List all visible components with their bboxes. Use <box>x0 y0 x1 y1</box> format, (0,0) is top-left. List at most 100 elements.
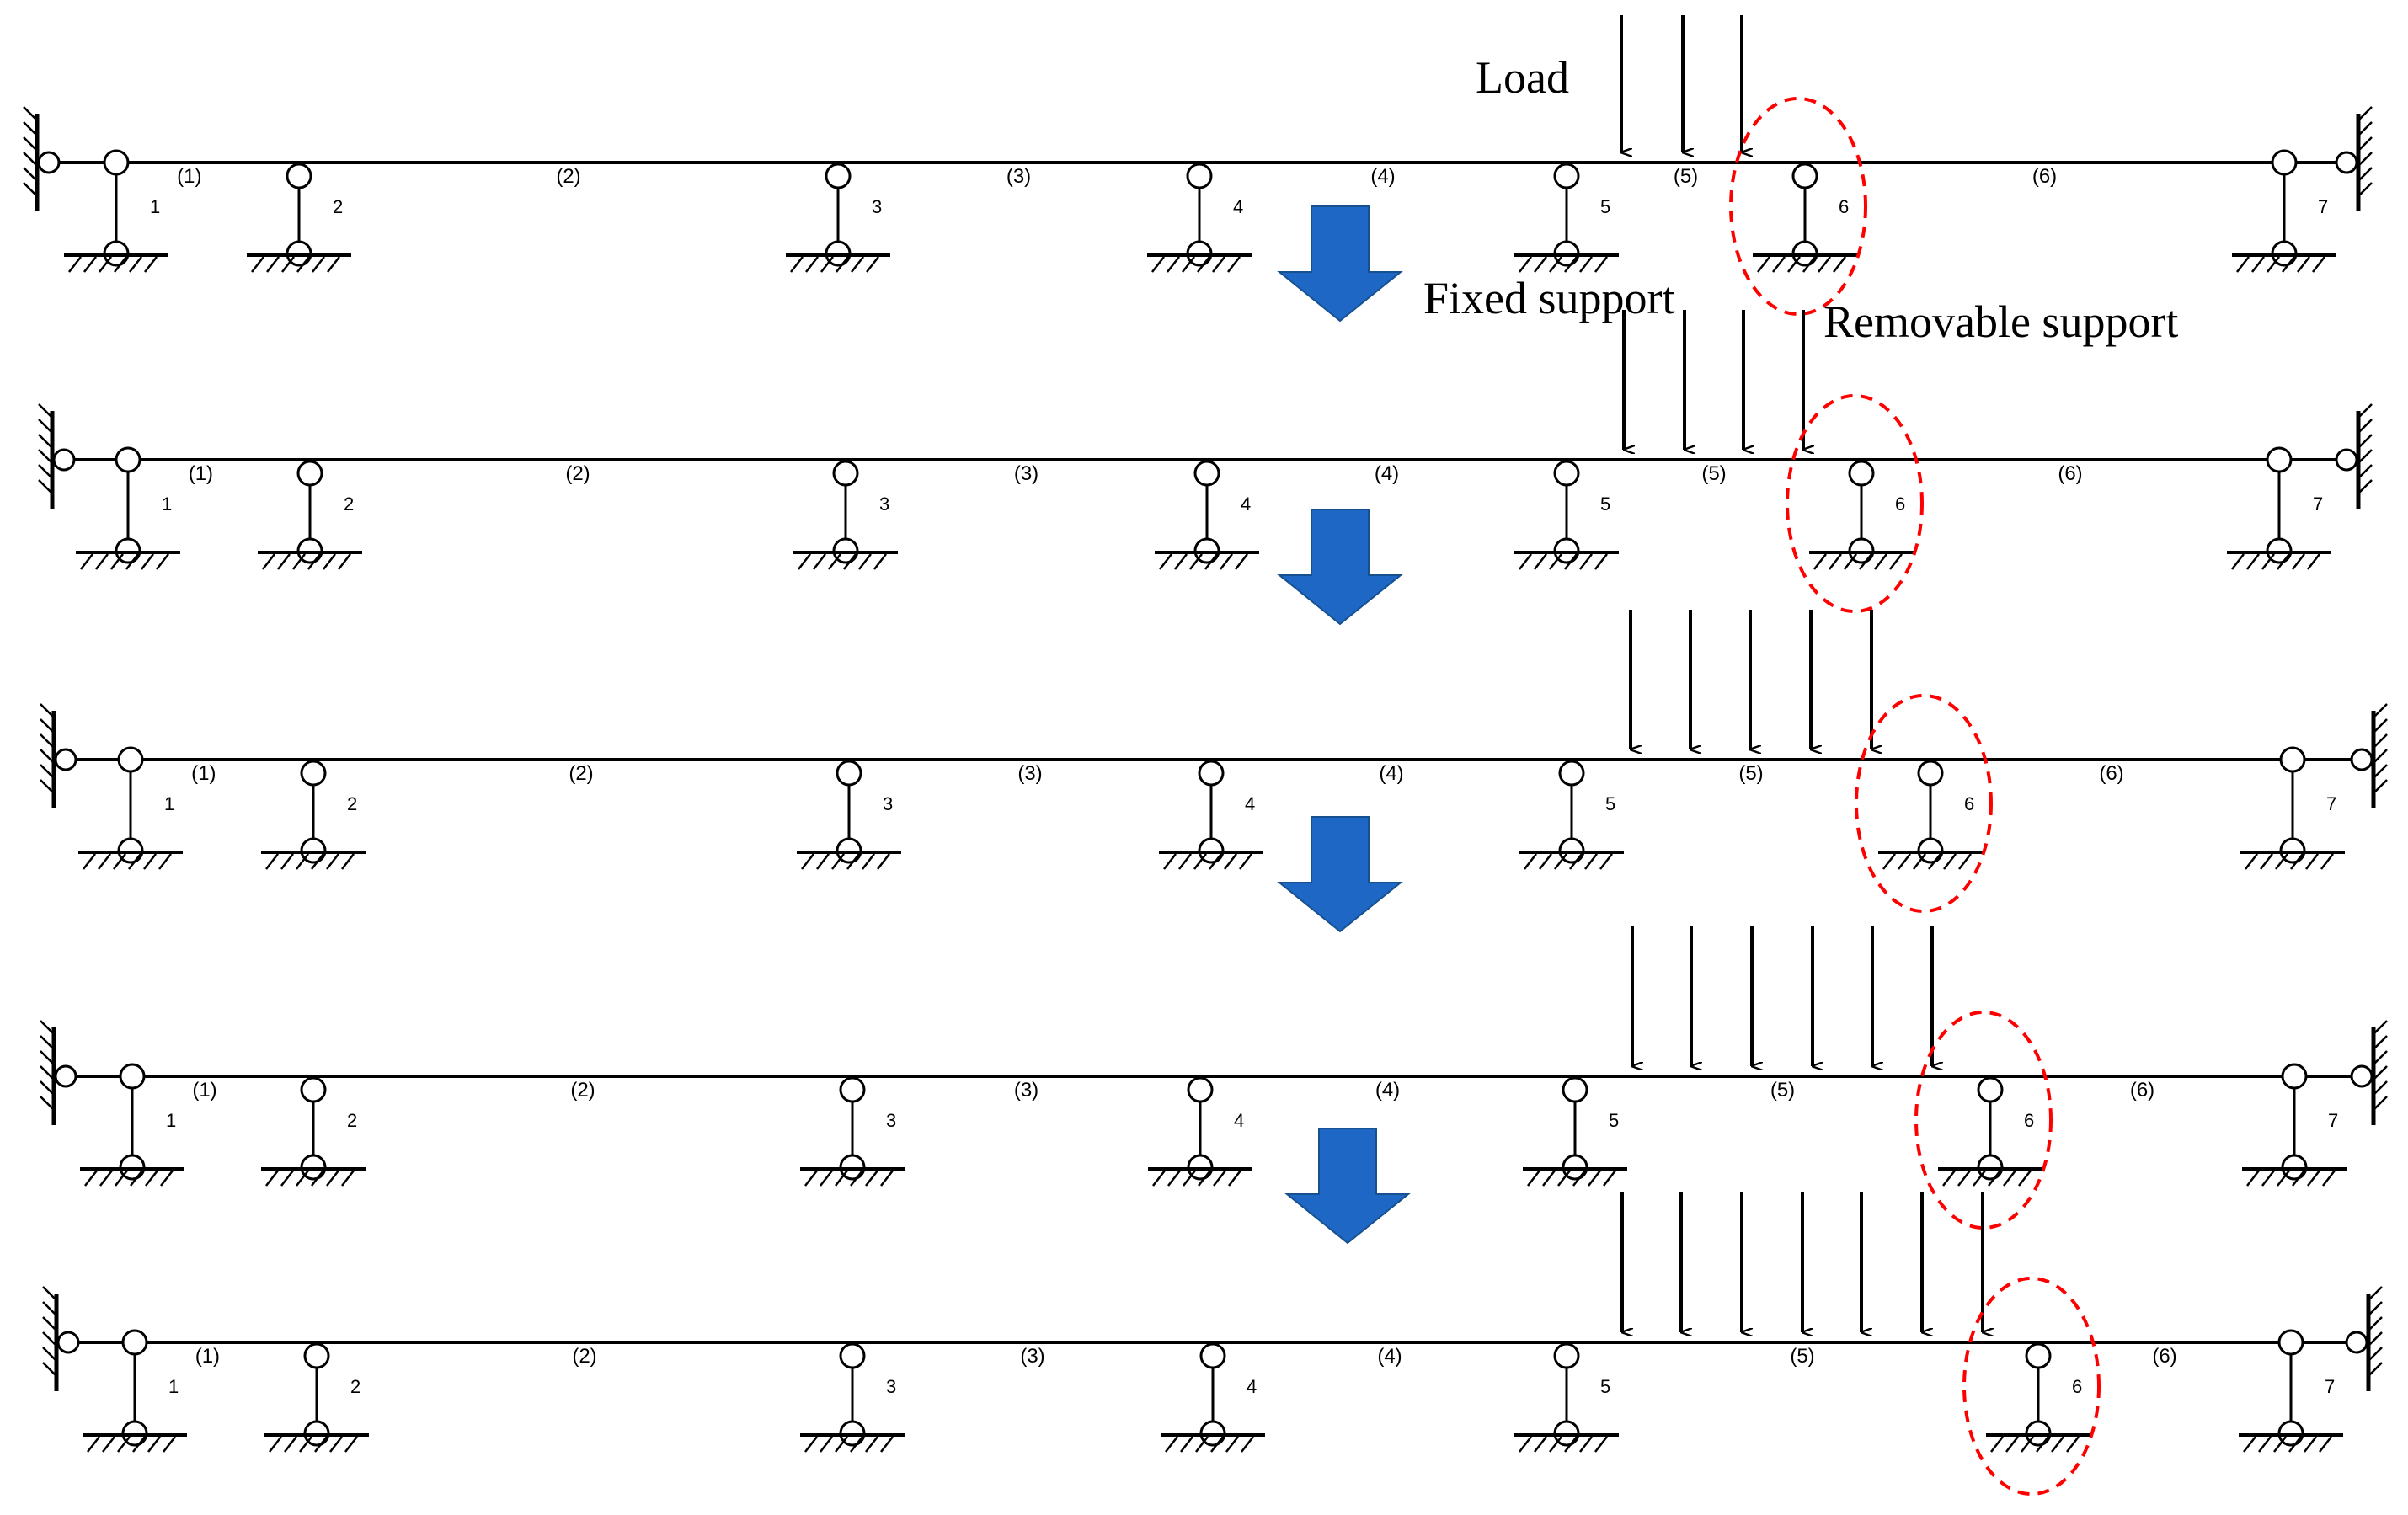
span-label: (5) <box>1674 165 1698 188</box>
support-3: 3 <box>800 1342 905 1453</box>
right-wall <box>2335 106 2373 211</box>
support-label: 2 <box>350 1376 360 1397</box>
support-2: 2 <box>258 460 362 570</box>
support-3: 3 <box>800 1076 905 1187</box>
span-label: (5) <box>1701 462 1726 485</box>
support-label: 1 <box>150 196 160 217</box>
support-label: 6 <box>1964 793 1974 814</box>
support-6: 6 <box>1938 1076 2042 1187</box>
support-3: 3 <box>797 760 901 870</box>
support-label: 7 <box>2326 793 2336 814</box>
support-7: 7 <box>2242 1063 2347 1187</box>
support-7: 7 <box>2240 746 2345 870</box>
span-label: (4) <box>1377 1345 1402 1368</box>
support-label: 7 <box>2313 493 2323 515</box>
support-label: 1 <box>164 793 174 814</box>
support-3: 3 <box>786 163 890 273</box>
support-5: 5 <box>1514 460 1619 570</box>
removable-support-marker <box>1962 1277 2101 1496</box>
support-label: 5 <box>1609 1110 1619 1131</box>
support-label: 4 <box>1245 793 1255 814</box>
span-label: (4) <box>1375 462 1399 485</box>
down-arrow-icon <box>1277 816 1403 933</box>
support-label: 5 <box>1600 1376 1610 1397</box>
support-1: 1 <box>78 746 183 870</box>
support-label: 3 <box>879 493 889 515</box>
support-label: 3 <box>886 1110 896 1131</box>
support-7: 7 <box>2227 446 2331 570</box>
support-4: 4 <box>1148 1076 1252 1187</box>
support-label: 1 <box>168 1376 179 1397</box>
span-label: (2) <box>565 462 590 485</box>
support-5: 5 <box>1514 1342 1619 1453</box>
support-6: 6 <box>1809 460 1914 570</box>
support-label: 6 <box>1839 196 1849 217</box>
support-label: 4 <box>1241 493 1251 515</box>
span-label: (3) <box>1006 165 1031 188</box>
span-label: (3) <box>1020 1345 1044 1368</box>
load-label: Load <box>1476 52 1569 103</box>
right-wall <box>2345 1286 2383 1391</box>
support-2: 2 <box>264 1342 369 1453</box>
span-label: (3) <box>1017 762 1042 785</box>
span-label: (5) <box>1770 1079 1795 1102</box>
span-label: (4) <box>1379 762 1403 785</box>
right-wall <box>2350 703 2388 808</box>
support-3: 3 <box>793 460 898 570</box>
span-label: (1) <box>189 462 213 485</box>
support-4: 4 <box>1155 460 1259 570</box>
support-2: 2 <box>247 163 351 273</box>
support-7: 7 <box>2232 149 2336 273</box>
support-4: 4 <box>1147 163 1252 273</box>
removable-support-label: Removable support <box>1823 296 2178 347</box>
support-label: 3 <box>872 196 882 217</box>
span-label: (1) <box>177 165 201 188</box>
left-wall <box>40 1020 77 1125</box>
transition-arrows <box>1277 205 1411 1245</box>
right-wall <box>2335 403 2373 509</box>
span-label: (5) <box>1738 762 1763 785</box>
down-arrow-icon <box>1277 205 1403 323</box>
span-label: (3) <box>1014 1079 1038 1102</box>
support-label: 7 <box>2325 1376 2335 1397</box>
support-label: 2 <box>347 1110 357 1131</box>
support-label: 1 <box>162 493 172 515</box>
right-wall <box>2350 1020 2388 1125</box>
left-wall <box>42 1286 80 1391</box>
span-label: (6) <box>2130 1079 2154 1102</box>
support-label: 5 <box>1600 493 1610 515</box>
support-1: 1 <box>76 446 180 570</box>
support-4: 4 <box>1159 760 1263 870</box>
support-4: 4 <box>1161 1342 1265 1453</box>
span-label: (4) <box>1375 1079 1400 1102</box>
support-label: 2 <box>347 793 357 814</box>
support-5: 5 <box>1519 760 1624 870</box>
removable-support-marker <box>1855 694 1993 913</box>
support-label: 5 <box>1600 196 1610 217</box>
span-label: (6) <box>2099 762 2123 785</box>
removable-support-marker <box>1914 1011 2053 1230</box>
span-label: (4) <box>1370 165 1395 188</box>
support-label: 6 <box>2072 1376 2082 1397</box>
support-2: 2 <box>261 1076 366 1187</box>
beam-stages: 1 2 3 4 5 6 7 (1) (2) (3) (4) (5) (6) 1 2 3 4 5 6 7 (1) (2) (3… <box>23 15 2388 1496</box>
support-label: 4 <box>1233 196 1243 217</box>
support-label: 3 <box>883 793 893 814</box>
fixed-support-label: Fixed support <box>1423 273 1675 323</box>
span-label: (6) <box>2152 1345 2176 1368</box>
span-label: (2) <box>572 1345 596 1368</box>
support-6: 6 <box>1986 1342 2090 1453</box>
support-label: 4 <box>1234 1110 1244 1131</box>
down-arrow-icon <box>1277 509 1403 626</box>
down-arrow-icon <box>1284 1128 1411 1245</box>
support-6: 6 <box>1878 760 1983 870</box>
support-2: 2 <box>261 760 366 870</box>
removable-support-marker <box>1786 394 1924 613</box>
left-wall <box>40 703 77 808</box>
support-5: 5 <box>1514 163 1619 273</box>
span-label: (2) <box>570 1079 595 1102</box>
